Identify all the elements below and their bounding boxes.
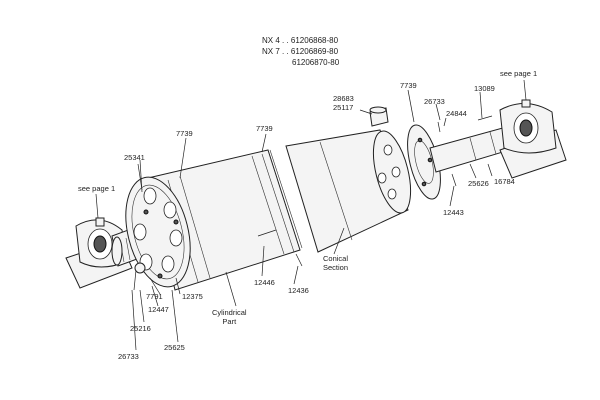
label-7739-middle: 7739 <box>256 124 273 133</box>
label-25216: 25216 <box>130 324 151 333</box>
label-12436: 12436 <box>288 286 309 295</box>
conical-section <box>285 129 412 253</box>
label-conical-line2: Section <box>323 263 349 272</box>
label-26733-top: 26733 <box>424 97 445 106</box>
label-12375: 12375 <box>182 292 203 301</box>
label-7791: 7791 <box>146 292 163 301</box>
label-25625: 25625 <box>164 343 185 352</box>
right-hub-flange <box>407 124 441 200</box>
label-25117: 25117 <box>333 103 354 112</box>
header-line-3: 61206870-80 <box>292 58 340 67</box>
label-conical-line1: Conical <box>323 254 349 263</box>
label-24844: 24844 <box>446 109 467 118</box>
label-cylindrical-line1: Cylindrical <box>212 308 247 317</box>
separate-ring-part <box>369 106 389 127</box>
label-28683: 28683 <box>333 94 354 103</box>
label-see-page-right: see page 1 <box>500 69 538 78</box>
leader-lines <box>95 79 527 351</box>
header-line-2: NX 7 . . 61206869-80 <box>262 47 339 56</box>
label-12447: 12447 <box>148 305 169 314</box>
label-12443: 12443 <box>443 208 464 217</box>
label-16784: 16784 <box>494 177 515 186</box>
label-13089: 13089 <box>474 84 495 93</box>
label-25341: 25341 <box>124 153 145 162</box>
label-see-page-left: see page 1 <box>78 184 116 193</box>
label-cylindrical-line2: Part <box>222 317 237 326</box>
label-7739-left: 7739 <box>176 129 193 138</box>
right-bearing-housing <box>499 99 567 179</box>
header-line-1: NX 4 . . 61206868-80 <box>262 36 339 45</box>
label-conical-section: Conical Section <box>323 254 348 272</box>
label-25626: 25626 <box>468 179 489 188</box>
label-7739-right: 7739 <box>400 81 417 90</box>
label-cylindrical-part: Cylindrical Part <box>212 308 247 326</box>
label-12446: 12446 <box>254 278 275 287</box>
label-26733-bottom: 26733 <box>118 352 139 361</box>
